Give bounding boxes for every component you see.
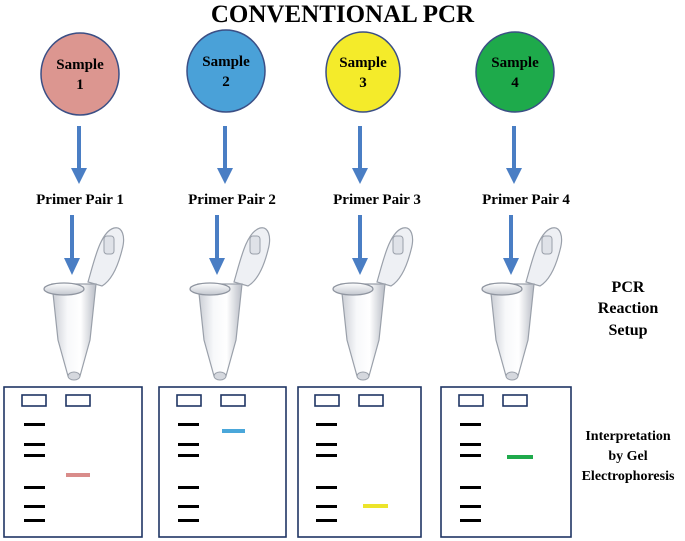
gel-2 — [158, 386, 287, 538]
sample-band — [507, 455, 533, 459]
gel-well — [314, 394, 340, 407]
sample-1-number: 1 — [76, 77, 84, 93]
arrow-down-icon — [209, 215, 225, 275]
arrow-down-icon — [64, 215, 80, 275]
sample-3-number: 3 — [359, 75, 367, 91]
sample-2-number: 2 — [222, 74, 230, 90]
arrow-down-icon — [352, 215, 368, 275]
gel-well — [21, 394, 47, 407]
sample-column-4: Sample 4 Primer Pair 4 — [440, 31, 572, 538]
sample-column-3: Sample 3 Primer Pair 3 — [297, 31, 422, 538]
gel-3 — [297, 386, 422, 538]
arrow-down-icon — [217, 126, 233, 184]
primer-pair-3-label: Primer Pair 3 — [333, 192, 421, 208]
sample-column-2: Sample 2 Primer Pair 2 — [158, 29, 287, 538]
svg-text:Setup: Setup — [608, 322, 647, 339]
sample-band — [222, 429, 245, 433]
sample-3-label: Sample — [339, 55, 387, 71]
sample-band — [363, 504, 388, 508]
arrow-down-icon — [352, 126, 368, 184]
arrow-down-icon — [506, 126, 522, 184]
gel-1 — [3, 386, 143, 538]
sample-1-circle: Sample 1 — [40, 32, 120, 116]
svg-text:Electrophoresis: Electrophoresis — [582, 469, 675, 484]
pcr-tube-icon — [332, 227, 414, 381]
ladder-bands — [316, 423, 337, 522]
primer-pair-4-label: Primer Pair 4 — [482, 192, 570, 208]
ladder-bands — [460, 423, 481, 522]
arrow-down-icon — [71, 126, 87, 184]
pcr-tube-icon — [189, 227, 271, 381]
gel-well — [220, 394, 246, 407]
sample-4-number: 4 — [511, 75, 519, 91]
sample-4-label: Sample — [491, 55, 539, 71]
page-title: CONVENTIONAL PCR — [210, 1, 475, 28]
svg-text:Reaction: Reaction — [598, 300, 659, 317]
ladder-bands — [178, 423, 199, 522]
sample-2-label: Sample — [202, 54, 250, 70]
sample-column-1: Sample 1 Primer Pair 1 — [3, 32, 143, 538]
sample-1-label: Sample — [56, 57, 104, 73]
gel-well — [65, 394, 91, 407]
pcr-tube-icon — [43, 227, 125, 381]
gel-well — [176, 394, 202, 407]
gel-well — [502, 394, 528, 407]
gel-4 — [440, 386, 572, 538]
ladder-bands — [24, 423, 45, 522]
sample-band — [66, 473, 90, 477]
gel-well — [358, 394, 384, 407]
gel-interpretation-label: Interpretation by Gel Electrophoresis — [582, 429, 675, 484]
sample-3-circle: Sample 3 — [325, 31, 401, 113]
primer-pair-1-label: Primer Pair 1 — [36, 192, 124, 208]
gel-well — [458, 394, 484, 407]
pcr-setup-label: PCR Reaction Setup — [598, 279, 659, 339]
svg-text:PCR: PCR — [612, 279, 645, 296]
arrow-down-icon — [503, 215, 519, 275]
primer-pair-2-label: Primer Pair 2 — [188, 192, 276, 208]
sample-4-circle: Sample 4 — [475, 31, 555, 113]
sample-2-circle: Sample 2 — [186, 29, 266, 113]
svg-text:by Gel: by Gel — [608, 449, 647, 464]
svg-text:Interpretation: Interpretation — [585, 429, 670, 444]
pcr-tube-icon — [481, 227, 563, 381]
